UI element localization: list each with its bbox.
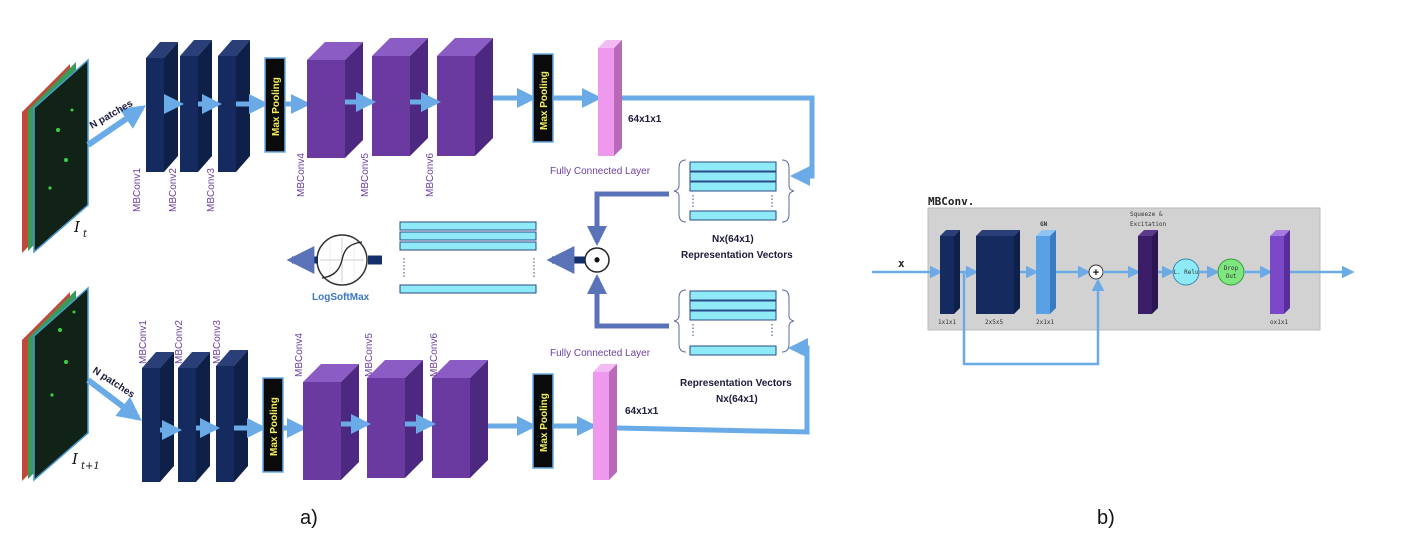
input-subscript-bottom: t+1 bbox=[81, 461, 100, 472]
pool-label-2-bottom: Max Pooling bbox=[539, 393, 550, 452]
input-label-top: I bbox=[73, 218, 81, 236]
block-label-bottom-branch-1: MBConv1 bbox=[138, 320, 149, 364]
fc-size-top: 64x1x1 bbox=[628, 114, 662, 125]
combine-section: • LogSoftMax bbox=[286, 191, 669, 329]
vectors-label-2-bottom: Nx(64x1) bbox=[716, 394, 758, 405]
conv-1x1x1 bbox=[940, 230, 960, 314]
pool-label-1-top: Max Pooling bbox=[271, 77, 282, 136]
block-label-top-branch-1: MBConv1 bbox=[132, 168, 143, 212]
residual-connection bbox=[962, 272, 1105, 366]
patch-arrow-bottom bbox=[86, 377, 142, 421]
representation-vectors-top bbox=[673, 159, 795, 223]
fc-size-bottom: 64x1x1 bbox=[625, 406, 659, 417]
top-branch: I t N patches Max Pooling bbox=[22, 38, 815, 261]
panel-a-caption: a) bbox=[300, 507, 318, 529]
block-label-top-branch-3: MBConv3 bbox=[206, 168, 217, 212]
fc-to-vectors-arrow-bottom bbox=[616, 338, 810, 435]
logsoftmax-plot bbox=[316, 234, 368, 286]
mbconv5-bottom bbox=[367, 360, 423, 478]
block-label-bottom-branch-2: MBConv2 bbox=[174, 320, 185, 364]
dim-2x1x1: 2x1x1 bbox=[1036, 319, 1054, 326]
fc-label-bottom: Fully Connected Layer bbox=[550, 348, 651, 359]
combined-vectors bbox=[399, 221, 537, 294]
dim-1x1x1: 1x1x1 bbox=[938, 319, 956, 326]
input-x-label: x bbox=[898, 257, 905, 270]
block-labels-bottom: MBConv1 MBConv2 MBConv3 MBConv4 MBConv5 MBCon… bbox=[138, 320, 440, 377]
mbconv6-top bbox=[437, 38, 493, 156]
representation-vectors-bottom bbox=[673, 289, 795, 356]
conv-2x5x5 bbox=[976, 230, 1020, 314]
block-label-top-branch-4: MBConv4 bbox=[296, 153, 307, 197]
dim-2x5x5: 2x5x5 bbox=[985, 319, 1003, 326]
panel-b-caption: b) bbox=[1097, 507, 1115, 529]
max-pooling-2-bottom bbox=[532, 373, 554, 469]
fc-label-top: Fully Connected Layer bbox=[550, 166, 651, 177]
mbconv2-bottom bbox=[178, 352, 210, 482]
block-labels-top: MBConv1 MBConv2 MBConv3 MBConv4 MBConv5 MBCon… bbox=[132, 153, 436, 212]
input-image-stack-bottom bbox=[22, 286, 89, 482]
dropout-label-2: Out bbox=[1226, 273, 1237, 280]
squeeze-excitation bbox=[1138, 230, 1158, 314]
fully-connected-top bbox=[598, 40, 622, 156]
block-label-top-branch-6: MBConv6 bbox=[425, 153, 436, 197]
relu-label: L. Relu bbox=[1173, 269, 1199, 276]
dim-ox1x1: ox1x1 bbox=[1270, 319, 1288, 326]
se-label-1: Squeeze & bbox=[1130, 211, 1163, 218]
input-label-bottom: I bbox=[71, 450, 79, 468]
dropout-node bbox=[1217, 258, 1245, 286]
bottom-branch: I t+1 N patches Max Pooling bbox=[22, 286, 810, 482]
vectors-label-1-bottom: Representation Vectors bbox=[680, 378, 792, 389]
mbconv3-bottom bbox=[216, 350, 248, 482]
mbconv1-top bbox=[146, 42, 178, 172]
dot-product-symbol: • bbox=[594, 250, 600, 270]
fully-connected-bottom bbox=[593, 364, 617, 480]
patch-label-bottom: N patches bbox=[90, 365, 136, 400]
block-label-bottom-branch-6: MBConv6 bbox=[429, 333, 440, 377]
block-label-bottom-branch-4: MBConv4 bbox=[294, 333, 305, 377]
gn-label: GN bbox=[1040, 221, 1048, 228]
mbconv6-bottom bbox=[432, 360, 488, 478]
plus-symbol: + bbox=[1093, 267, 1099, 279]
pool-label-1-bottom: Max Pooling bbox=[269, 397, 280, 456]
vectors-label-2-top: Representation Vectors bbox=[681, 250, 793, 261]
vectors-label-1-top: Nx(64x1) bbox=[712, 234, 754, 245]
input-subscript-top: t bbox=[83, 229, 88, 240]
block-label-bottom-branch-5: MBConv5 bbox=[364, 333, 375, 377]
max-pooling-1-bottom bbox=[262, 377, 284, 473]
block-label-top-branch-2: MBConv2 bbox=[168, 168, 179, 212]
dropout-label-1: Drop bbox=[1224, 265, 1239, 272]
mbconv1-bottom bbox=[142, 352, 174, 482]
mbconv-title: MBConv. bbox=[928, 195, 974, 208]
se-label-2: Excitation bbox=[1130, 221, 1167, 228]
fc-to-vectors-arrow-top bbox=[622, 95, 815, 186]
logsoftmax-label: LogSoftMax bbox=[312, 292, 370, 303]
conv-ox1x1 bbox=[1270, 230, 1290, 314]
pool-label-2-top: Max Pooling bbox=[539, 71, 550, 130]
block-label-bottom-branch-3: MBConv3 bbox=[212, 320, 223, 364]
patch-arrow-top bbox=[86, 105, 146, 148]
mbconv5-top bbox=[372, 38, 428, 156]
panel-b: MBConv. x GN + bbox=[872, 195, 1355, 366]
group-norm bbox=[1036, 230, 1056, 314]
input-image-stack-top bbox=[22, 58, 89, 254]
block-label-top-branch-5: MBConv5 bbox=[360, 153, 371, 197]
